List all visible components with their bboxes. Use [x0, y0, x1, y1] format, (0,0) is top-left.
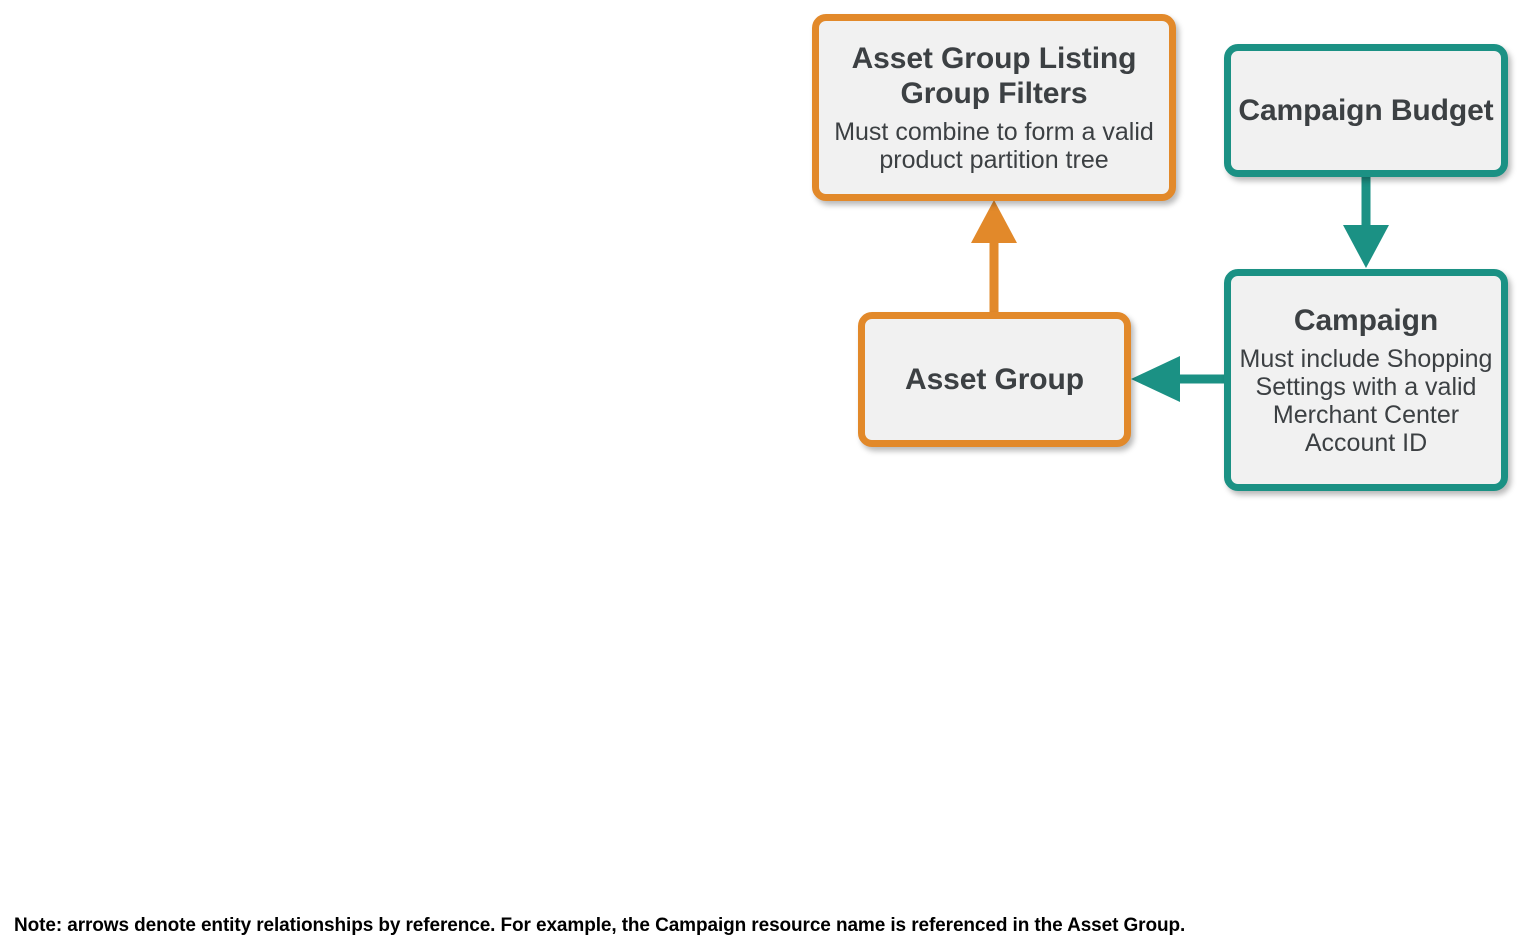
edge-campaign-budget-to-campaign [1343, 177, 1389, 268]
node-title: Asset Group [905, 362, 1084, 396]
edge-asset-group-to-listing-group-filters [971, 200, 1017, 312]
arrowhead-down-teal [1343, 225, 1389, 268]
diagram-note: Note: arrows denote entity relationships… [14, 915, 1186, 936]
edge-campaign-to-asset-group [1131, 356, 1224, 402]
arrowhead-left-teal [1131, 356, 1180, 402]
node-description: Must combine to form a valid product par… [834, 118, 1154, 175]
node-asset-group-listing-group-filters[interactable]: Asset Group Listing Group Filters Must c… [812, 14, 1176, 201]
node-title: Campaign Budget [1238, 93, 1494, 127]
node-campaign[interactable]: Campaign Must include Shopping Settings … [1224, 269, 1508, 491]
arrowhead-up-orange [971, 200, 1017, 243]
node-title: Asset Group Listing Group Filters [851, 41, 1137, 110]
node-asset-group[interactable]: Asset Group [858, 312, 1131, 447]
node-campaign-budget[interactable]: Campaign Budget [1224, 44, 1508, 177]
node-title: Campaign [1293, 303, 1439, 337]
node-description: Must include Shopping Settings with a va… [1239, 345, 1493, 458]
